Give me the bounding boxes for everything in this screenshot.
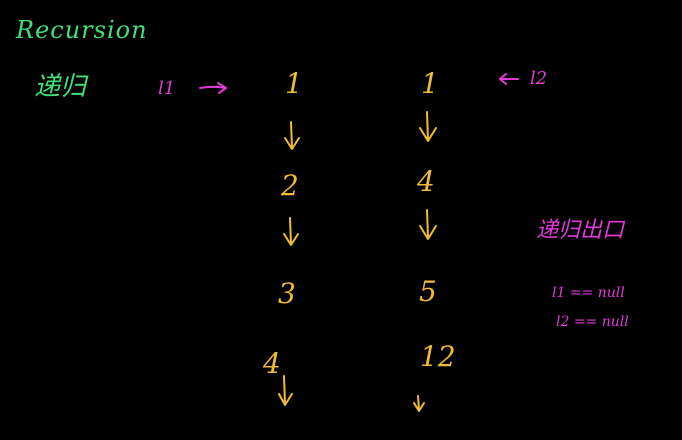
title-recursion: Recursion — [16, 16, 148, 44]
list2-arrow-4-next — [413, 395, 425, 412]
list2-node-2: 4 — [417, 165, 435, 198]
list1-node-4: 4 — [263, 347, 281, 380]
l1-pointer-arrow — [199, 82, 227, 94]
list1-node-3: 3 — [278, 277, 296, 310]
list2-node-1: 1 — [421, 67, 439, 100]
exit-condition-2: l2 == null — [556, 314, 629, 330]
list2-arrow-2-3 — [419, 209, 437, 240]
recursion-chinese-label: 递归 — [34, 72, 87, 102]
list2-label: l2 — [530, 68, 548, 89]
list1-label: l1 — [158, 78, 176, 99]
list2-node-3: 5 — [419, 275, 437, 308]
list1-node-1: 1 — [285, 67, 303, 100]
list1-node-2: 2 — [281, 169, 299, 202]
list1-arrow-4-next — [278, 375, 293, 406]
list1-arrow-1-2 — [284, 121, 300, 150]
recursion-exit-label: 递归出口 — [536, 218, 625, 243]
list2-node-4: 12 — [420, 340, 456, 373]
list2-arrow-1-2 — [419, 111, 437, 142]
l2-pointer-arrow — [499, 73, 519, 85]
list1-arrow-2-3 — [283, 217, 299, 246]
exit-condition-1: l1 == null — [552, 285, 625, 301]
